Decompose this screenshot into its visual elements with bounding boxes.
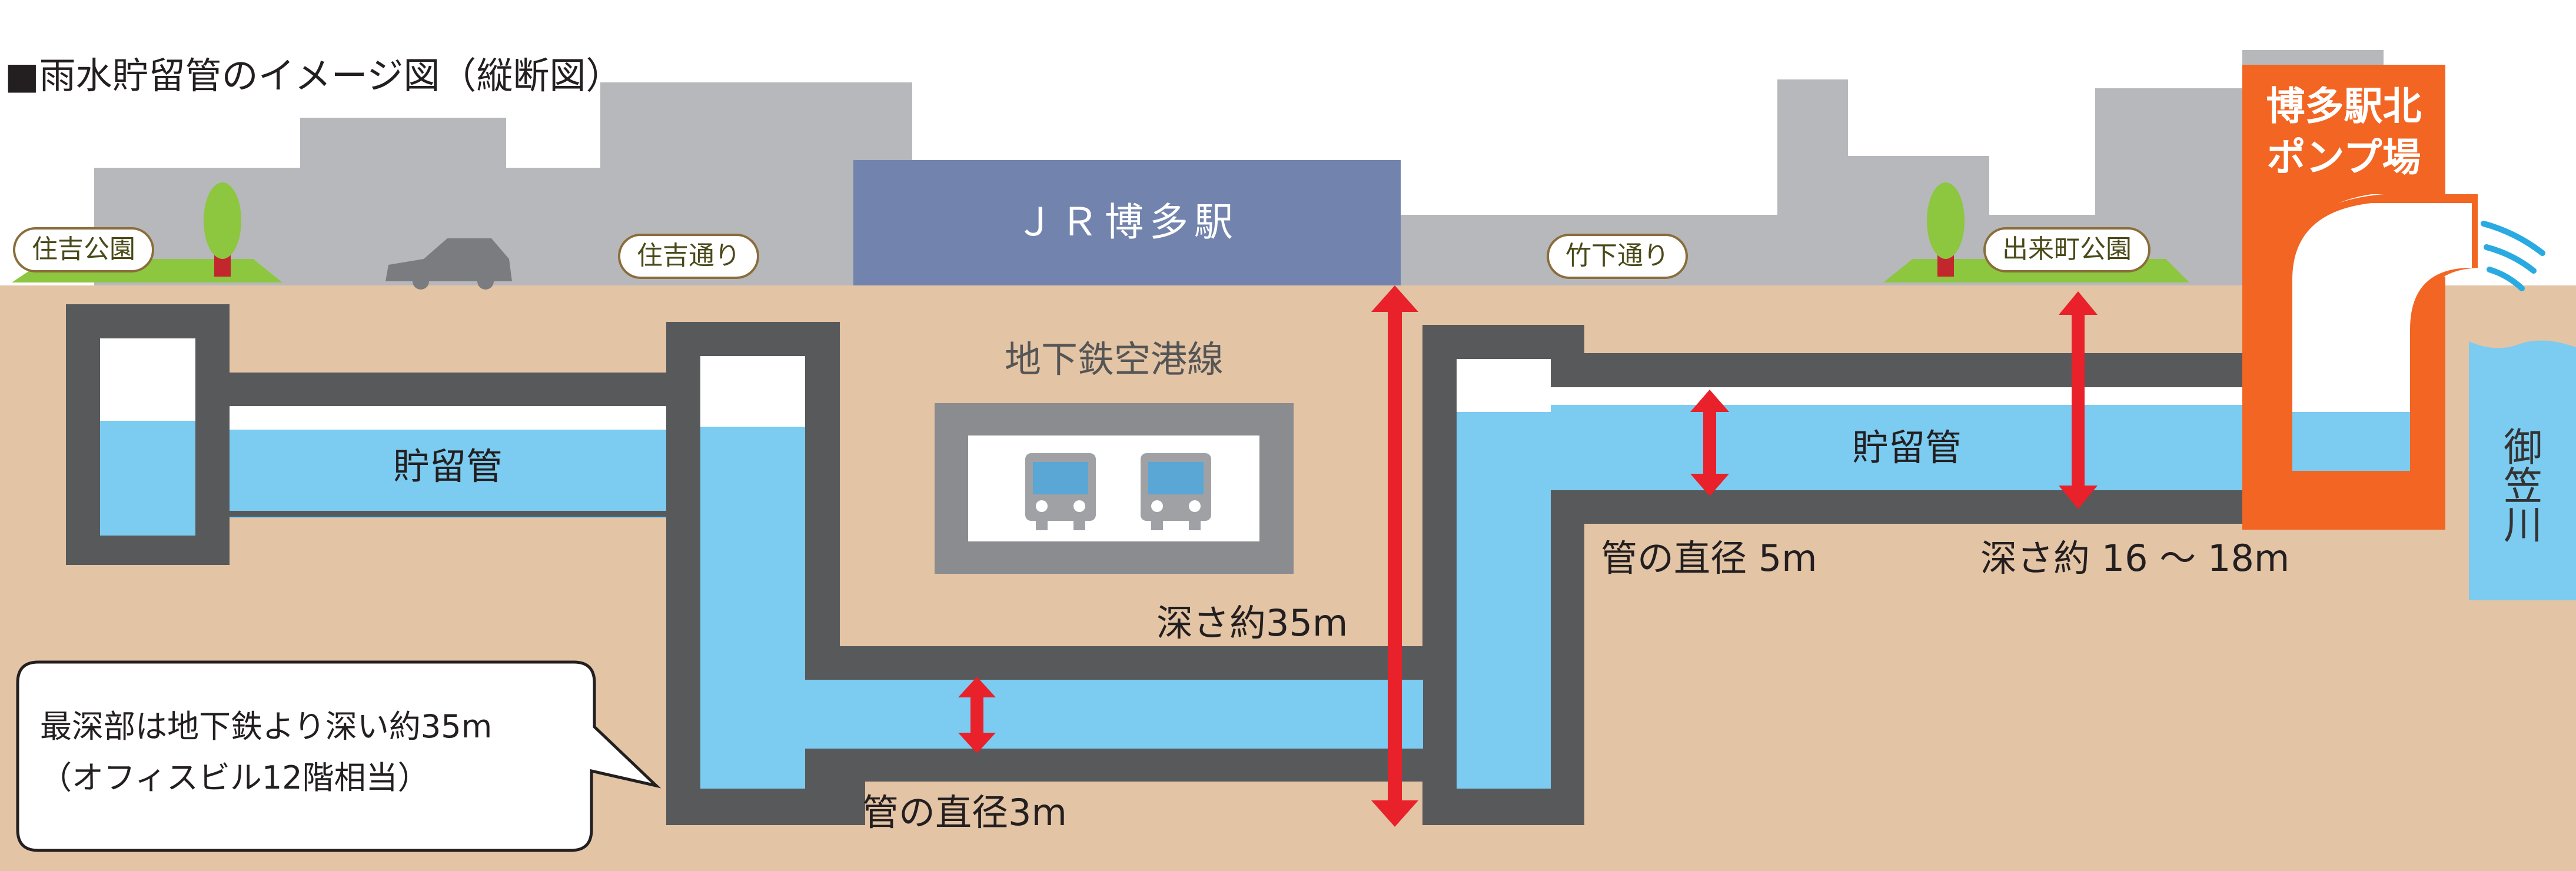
jr-hakata-station-building <box>853 160 1401 285</box>
car-icon <box>385 238 512 290</box>
label-diameter-3m: 管の直径3m <box>862 791 1067 834</box>
label-takeshita-dori: 竹下通り <box>1547 234 1688 279</box>
tree-right-icon <box>1927 182 1965 277</box>
label-sumiyoshi-dori: 住吉通り <box>618 234 759 279</box>
water-deep-pipe <box>805 680 1423 749</box>
label-jr-hakata: ＪＲ博多駅 <box>1015 200 1239 245</box>
label-subway-line: 地下鉄空港線 <box>1004 338 1224 381</box>
diameter-5m-arrow <box>1690 390 1729 496</box>
label-pump-station-line1: 博多駅北 <box>2266 84 2422 129</box>
label-sumiyoshi-park: 住吉公園 <box>13 227 154 272</box>
label-depth-35m: 深さ約35m <box>1156 601 1348 644</box>
mikasa-river <box>2469 340 2576 600</box>
label-mikasa-river: 御笠川 <box>2497 427 2542 543</box>
water-storage-pipe-right <box>1551 405 2245 490</box>
label-pump-station-line2: ポンプ場 <box>2266 135 2421 180</box>
subway-train-icon <box>1025 453 1096 530</box>
callout-text-line2: （オフィスビル12階相当） <box>40 759 430 796</box>
water-deep-shaft <box>700 427 805 789</box>
water-left-shaft <box>100 421 195 536</box>
label-storage-pipe-left: 貯留管 <box>393 445 503 488</box>
tree-left-icon <box>204 182 241 277</box>
diagram-title: ■雨水貯留管のイメージ図（縦断図） <box>5 54 623 97</box>
diameter-3m-arrow <box>958 677 996 753</box>
water-right-shaft <box>1457 412 1551 789</box>
label-diameter-5m: 管の直径 5m <box>1601 537 1817 580</box>
depth-16-18m-arrow <box>2059 291 2098 509</box>
label-storage-pipe-right: 貯留管 <box>1852 426 1962 469</box>
label-depth-16-18m: 深さ約 16 ～ 18m <box>1980 537 2290 580</box>
label-demachi-park: 出来町公園 <box>1983 227 2150 272</box>
callout-bubble <box>16 660 662 852</box>
callout-text-line1: 最深部は地下鉄より深い約35m <box>40 708 493 745</box>
depth-35m-arrow <box>1371 285 1418 827</box>
subway-train-icon <box>1141 453 1211 530</box>
water-outflow-icon <box>2481 221 2545 291</box>
water-storage-pipe-left <box>230 430 666 518</box>
